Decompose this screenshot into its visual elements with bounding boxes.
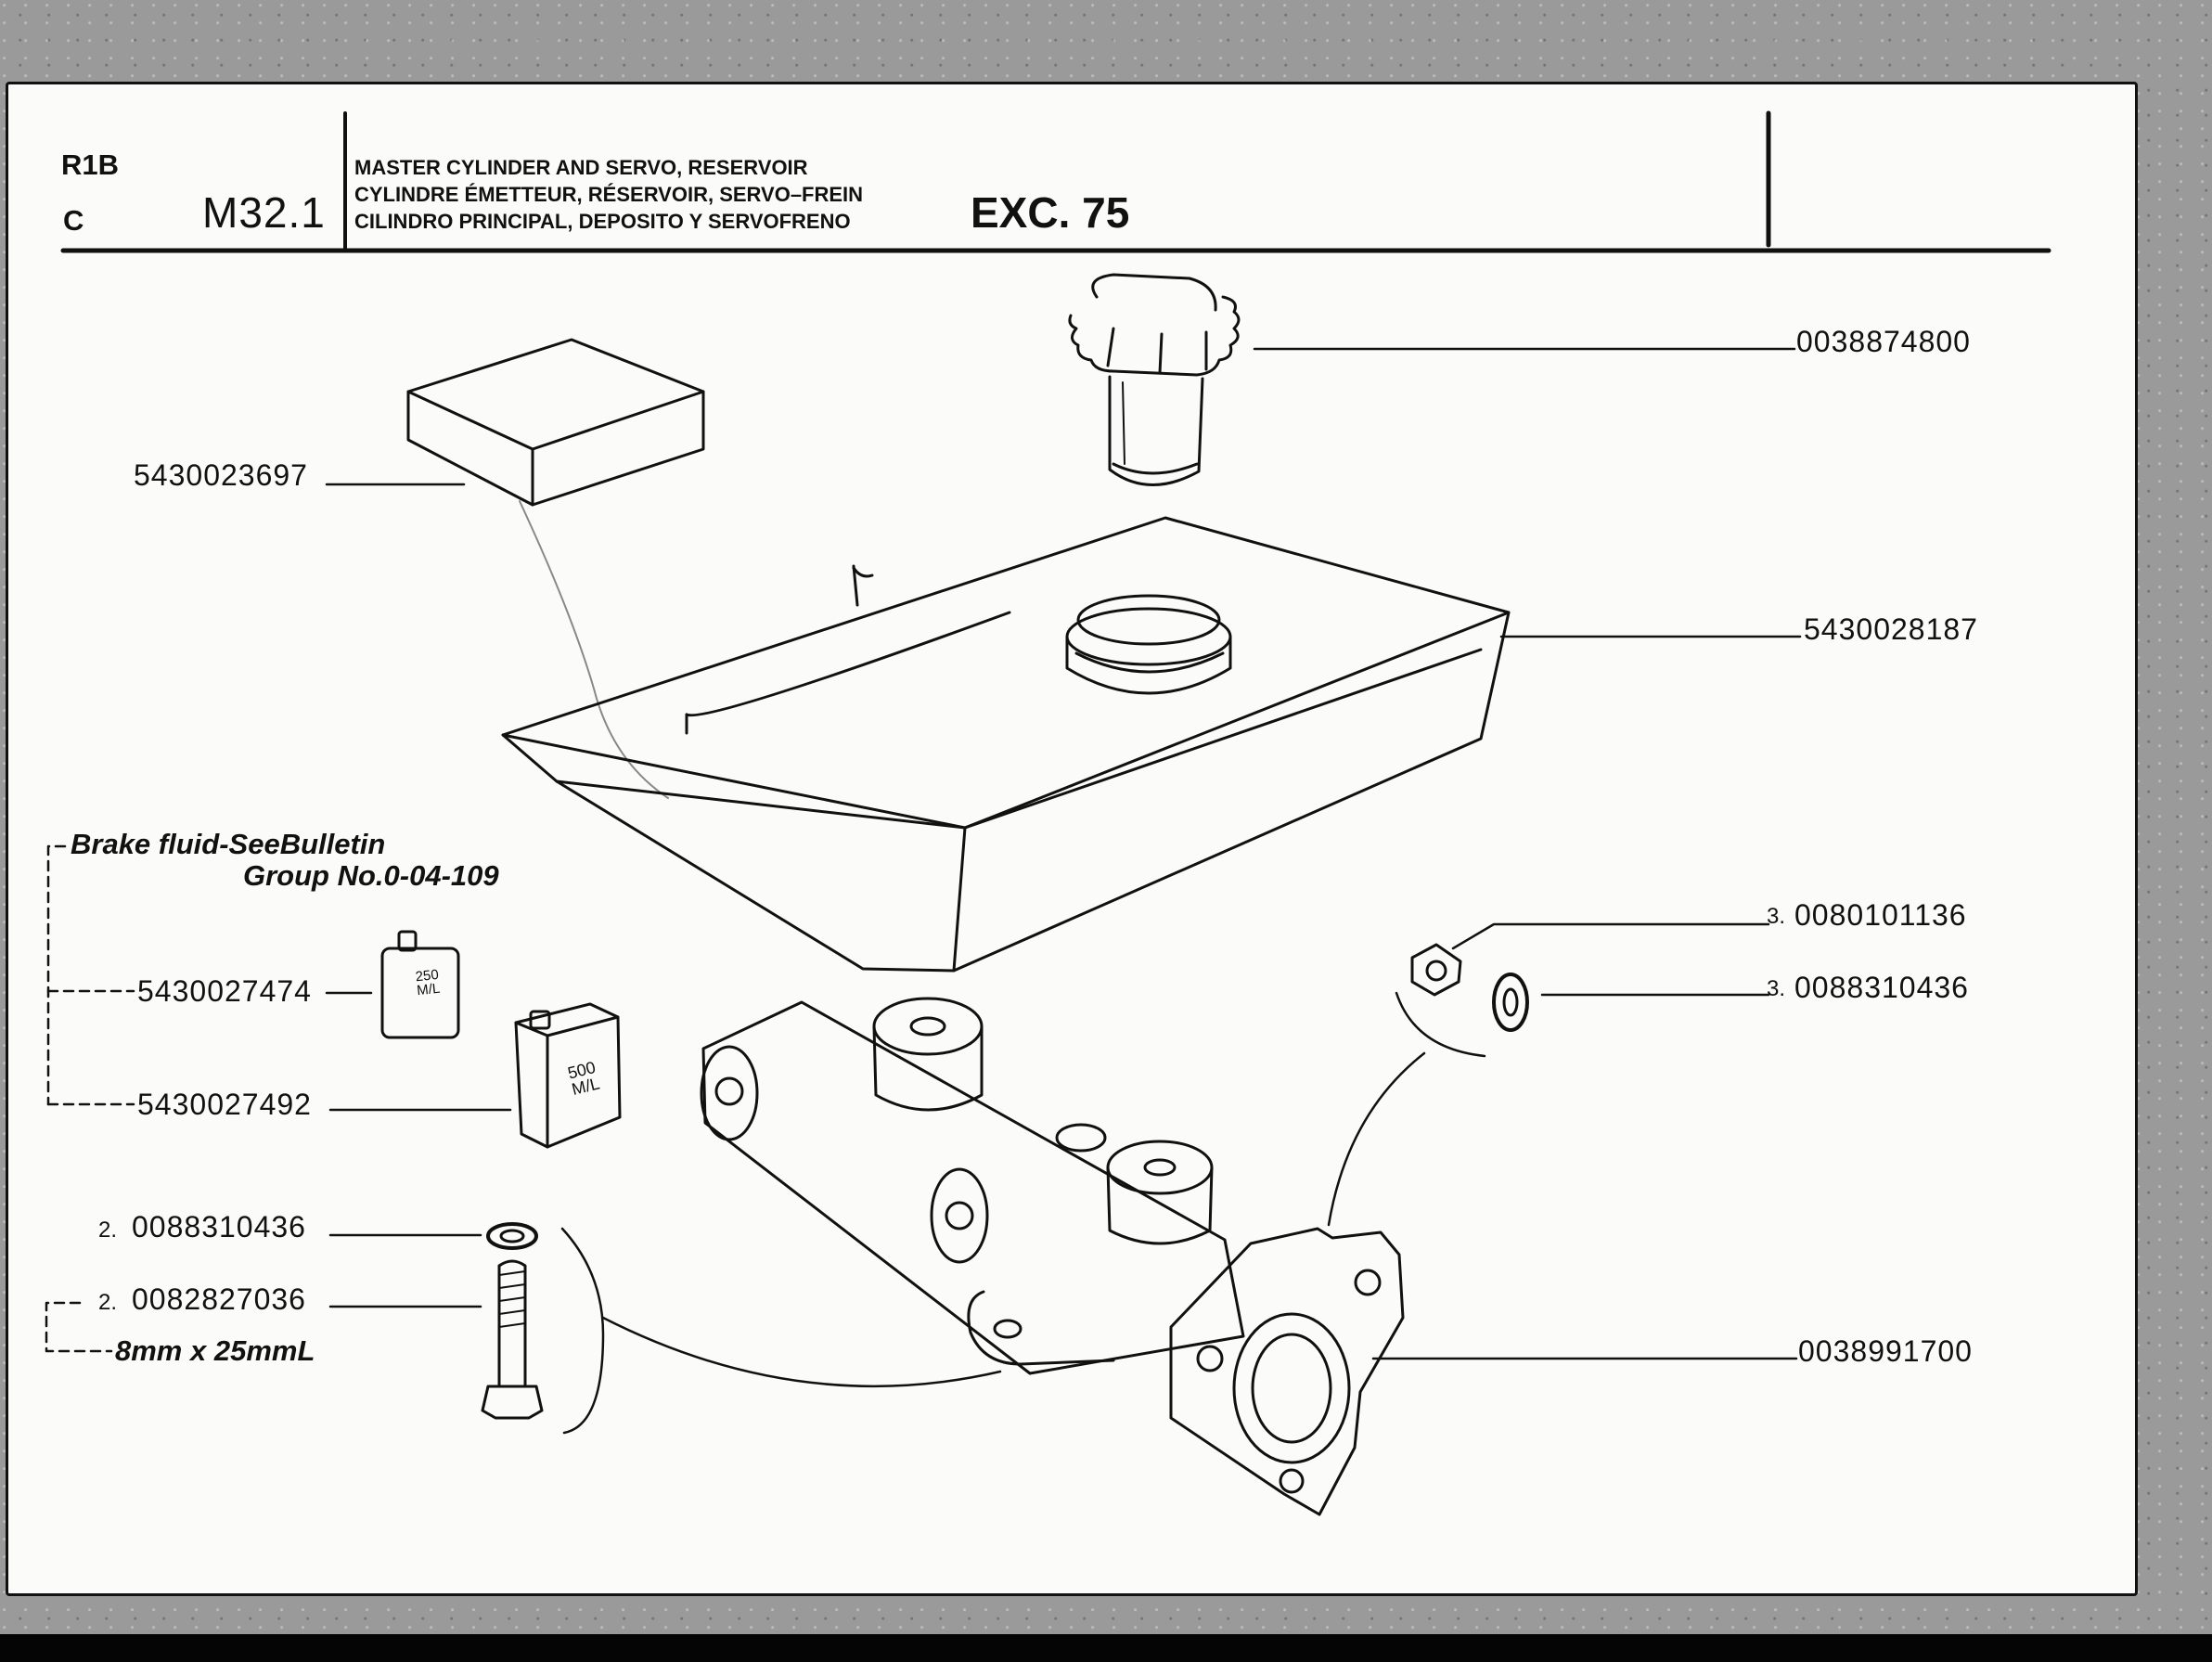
dashed-brackets	[45, 844, 135, 1353]
filler-cap	[1068, 273, 1241, 486]
title-spanish: CILINDRO PRINCIPAL, DEPOSITO Y SERVOFREN…	[354, 210, 851, 233]
header-rules	[60, 110, 2051, 253]
brake-fluid-note-line2: Group No.0-04-109	[243, 859, 499, 892]
part-number-washer-left: 0088310436	[132, 1210, 306, 1243]
qty-washer-left: 2.	[98, 1218, 118, 1243]
qty-bolt: 2.	[98, 1290, 118, 1315]
part-number-bolt: 0082827036	[132, 1282, 306, 1316]
scan-bottom-edge	[0, 1634, 2212, 1662]
fluid-can-500	[514, 1002, 622, 1149]
washer-left	[486, 1222, 538, 1250]
brake-fluid-note-line1: Brake fluid-SeeBulletin	[71, 828, 386, 860]
section-code: R1B	[61, 148, 120, 181]
can-250-label: 250 M/L	[404, 966, 453, 998]
exception-note: EXC. 75	[971, 188, 1130, 237]
qty-washer-right: 3.	[1767, 976, 1786, 1001]
part-number-washer-right: 0088310436	[1794, 971, 1969, 1004]
title-english: MASTER CYLINDER AND SERVO, RESERVOIR	[354, 156, 808, 179]
qty-nut: 3.	[1767, 904, 1786, 929]
bolt	[481, 1259, 544, 1420]
leader-lines	[325, 347, 1802, 1435]
variant-code: C	[63, 204, 84, 237]
part-number-reservoir: 5430028187	[1804, 612, 1978, 646]
lock-washer-right	[1492, 973, 1529, 1032]
title-french: CYLINDRE ÉMETTEUR, RÉSERVOIR, SERVO–FREI…	[354, 183, 864, 206]
part-number-cap: 0038874800	[1796, 325, 1971, 358]
page-reference: M32.1	[202, 188, 326, 237]
reservoir-tank	[501, 516, 1511, 973]
seal-kit-box	[406, 338, 705, 507]
fluid-can-250	[380, 930, 460, 1039]
part-number-nut: 0080101136	[1794, 898, 1967, 932]
part-number-seal-kit: 5430023697	[134, 458, 308, 492]
master-cylinder	[700, 997, 1405, 1516]
part-number-master-cylinder: 0038991700	[1798, 1334, 1973, 1368]
bolt-size-note: 8mm x 25mmL	[115, 1334, 315, 1367]
part-number-fluid-500: 5430027492	[137, 1088, 312, 1121]
part-number-fluid-250: 5430027474	[137, 974, 312, 1008]
hex-nut	[1410, 943, 1462, 997]
